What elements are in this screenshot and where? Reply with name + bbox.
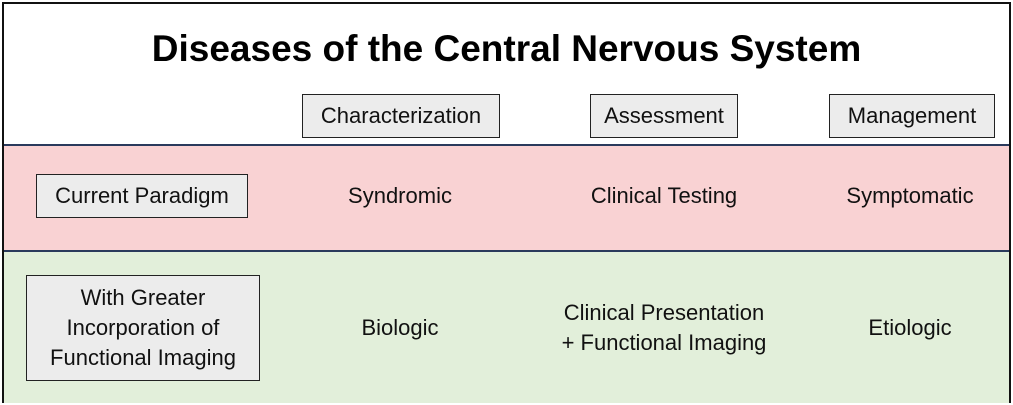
cell-imaging-characterization: Biologic — [361, 315, 439, 340]
row-label-functional-imaging: With Greater Incorporation of Functional… — [26, 275, 260, 381]
diagram-title: Diseases of the Central Nervous System — [151, 28, 862, 69]
row-label-current-paradigm: Current Paradigm — [36, 174, 248, 218]
column-header-management: Management — [829, 94, 995, 138]
column-header-assessment: Assessment — [590, 94, 738, 138]
column-header-characterization: Characterization — [302, 94, 500, 138]
cell-imaging-management: Etiologic — [868, 315, 952, 340]
cell-current-characterization: Syndromic — [348, 183, 452, 208]
cell-current-assessment: Clinical Testing — [590, 183, 738, 208]
cell-imaging-assessment: Clinical Presentation + Functional Imagi… — [561, 300, 767, 355]
cell-current-management: Symptomatic — [846, 183, 974, 208]
